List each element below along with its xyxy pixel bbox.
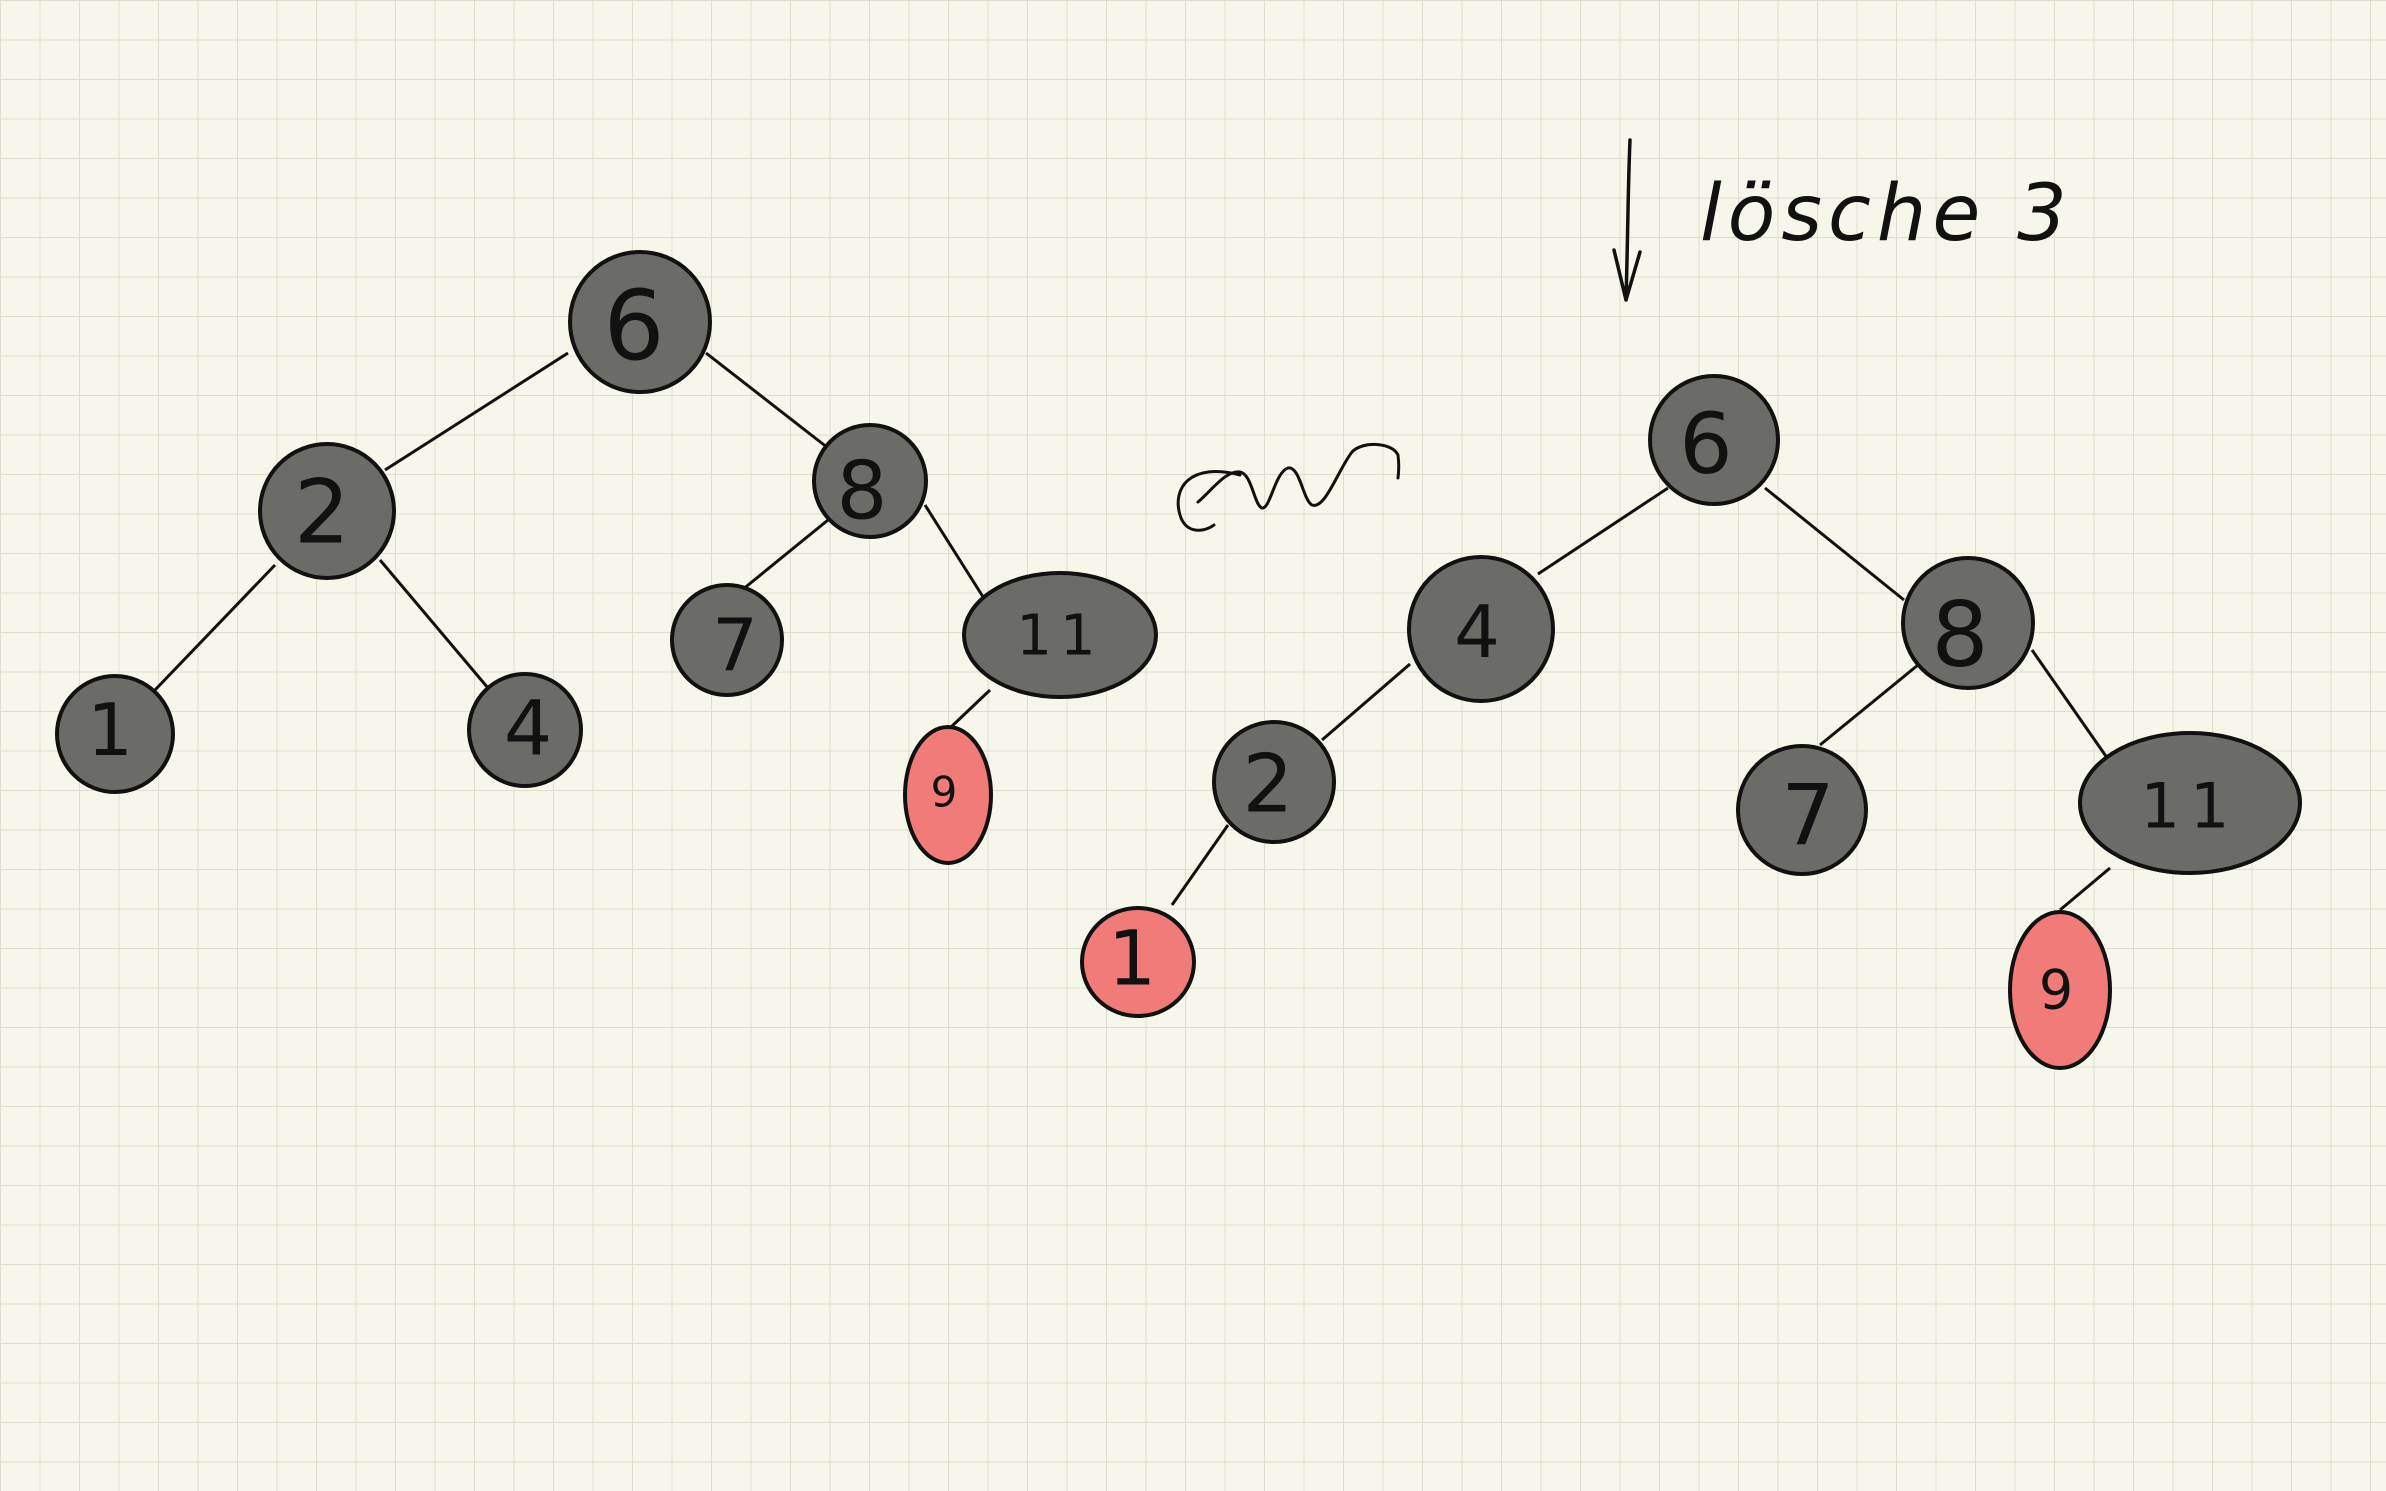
node-6-after: 6 bbox=[1648, 374, 1780, 506]
edge-8-11-after bbox=[2030, 649, 2112, 763]
node-4-after-label: 4 bbox=[1454, 590, 1500, 674]
edge-6-2 bbox=[384, 351, 569, 472]
node-2-after: 2 bbox=[1212, 720, 1336, 844]
annotation-text: lösche 3 bbox=[1700, 169, 2073, 259]
node-2-after-label: 2 bbox=[1243, 738, 1294, 831]
edge-2-1-after bbox=[1170, 824, 1230, 906]
edge-8-7-after bbox=[1819, 663, 1919, 747]
edge-6-4 bbox=[1537, 486, 1669, 576]
delete-annotation: lösche 3 bbox=[1612, 138, 2073, 302]
node-8-after-circle bbox=[1901, 556, 2035, 690]
node-11-after-label: 11 bbox=[2141, 770, 2240, 843]
tree-before: 6 2 8 1 4 7 11 9 bbox=[55, 250, 1158, 865]
node-8-after: 8 bbox=[1901, 556, 2035, 690]
node-4-after-circle bbox=[1407, 555, 1555, 703]
edges-before bbox=[153, 351, 992, 730]
node-9-after: 9 bbox=[2008, 910, 2112, 1070]
node-2-label: 2 bbox=[294, 461, 350, 564]
node-7-after-circle bbox=[1736, 744, 1868, 876]
node-1-label: 1 bbox=[87, 688, 133, 772]
node-1-after-ellipse bbox=[1080, 906, 1196, 1018]
down-arrow-icon bbox=[1612, 138, 1642, 302]
node-1-circle bbox=[55, 674, 175, 794]
node-9-after-ellipse bbox=[2008, 910, 2112, 1070]
node-8-label: 8 bbox=[837, 445, 888, 538]
node-1: 1 bbox=[55, 674, 175, 794]
node-6-label: 6 bbox=[603, 270, 664, 382]
node-7-after-label: 7 bbox=[1781, 766, 1834, 864]
node-7-label: 7 bbox=[712, 603, 758, 687]
node-4-after: 4 bbox=[1407, 555, 1555, 703]
node-9: 9 bbox=[903, 725, 993, 865]
node-11-ellipse bbox=[962, 571, 1158, 699]
node-7-after: 7 bbox=[1736, 744, 1868, 876]
transform-squiggle-icon bbox=[1176, 443, 1401, 532]
node-6-circle bbox=[568, 250, 712, 394]
node-1-after-label: 1 bbox=[1108, 914, 1156, 1003]
node-4-label: 4 bbox=[504, 684, 552, 773]
node-4: 4 bbox=[467, 672, 583, 788]
edge-11-9-after bbox=[2059, 866, 2111, 912]
node-9-ellipse bbox=[903, 725, 993, 865]
node-2: 2 bbox=[258, 442, 396, 580]
node-11: 11 bbox=[962, 571, 1158, 699]
node-11-after: 11 bbox=[2078, 731, 2302, 875]
node-2-circle bbox=[258, 442, 396, 580]
node-8-after-label: 8 bbox=[1931, 583, 1988, 688]
node-8: 8 bbox=[812, 423, 928, 539]
edge-2-1 bbox=[153, 563, 277, 692]
edges-after bbox=[1170, 486, 2112, 912]
edge-8-11 bbox=[923, 504, 987, 601]
tree-after: 6 4 8 2 1 7 11 9 bbox=[1080, 374, 2302, 1070]
edge-2-4 bbox=[378, 559, 490, 689]
node-11-label: 11 bbox=[1016, 604, 1103, 669]
node-9-label: 9 bbox=[931, 768, 958, 817]
edge-6-8-after bbox=[1764, 486, 1905, 602]
node-4-circle bbox=[467, 672, 583, 788]
node-9-after-label: 9 bbox=[2039, 959, 2073, 1022]
node-11-after-ellipse bbox=[2078, 731, 2302, 875]
node-1-after: 1 bbox=[1080, 906, 1196, 1018]
node-7: 7 bbox=[670, 583, 784, 697]
node-6: 6 bbox=[568, 250, 712, 394]
node-2-after-circle bbox=[1212, 720, 1336, 844]
node-8-circle bbox=[812, 423, 928, 539]
node-6-after-label: 6 bbox=[1679, 395, 1732, 493]
edge-6-8 bbox=[705, 351, 829, 450]
edge-8-7 bbox=[741, 518, 829, 592]
edge-4-2 bbox=[1321, 662, 1411, 742]
edge-11-9 bbox=[948, 688, 992, 730]
node-7-circle bbox=[670, 583, 784, 697]
node-6-after-circle bbox=[1648, 374, 1780, 506]
